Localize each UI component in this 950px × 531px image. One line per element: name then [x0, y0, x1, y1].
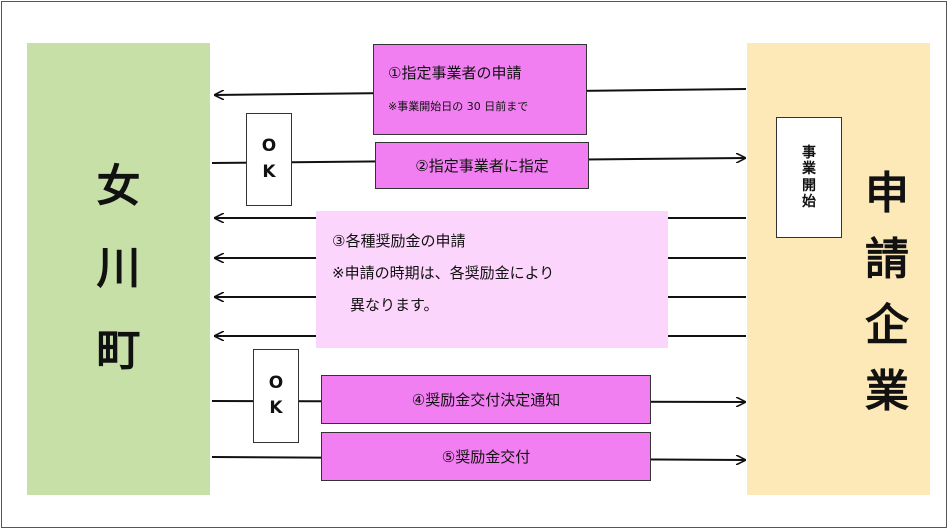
ok-stamp-letter: O [268, 372, 284, 393]
right-entity-char: 業 [865, 366, 909, 417]
step2-box: ②指定事業者に指定 [375, 142, 589, 189]
step3-note-line1: ※申請の時期は、各奨励金により [332, 264, 555, 282]
step1-note: ※事業開始日の 30 日前まで [388, 100, 529, 113]
business-start-char: 始 [802, 193, 816, 210]
step3-note-line2: 異なります。 [350, 296, 439, 314]
left-entity-char: 女 [96, 161, 141, 212]
ok-stamp-letter: K [269, 398, 283, 418]
left-entity-char: 町 [96, 325, 141, 376]
step4-title: ④奨励金交付決定通知 [411, 391, 561, 409]
business-start-char: 事 [802, 145, 816, 162]
right-entity-char: 企 [865, 300, 909, 351]
business-start-label: 事 業 開 始 [776, 117, 842, 238]
right-entity-char: 請 [865, 234, 909, 285]
step2-title: ②指定事業者に指定 [415, 157, 549, 175]
step3-box: ③各種奨励金の申請 ※申請の時期は、各奨励金により 異なります。 [316, 211, 668, 348]
step5-title: ⑤奨励金交付 [441, 448, 531, 466]
step1-title: ①指定事業者の申請 [388, 64, 522, 82]
ok-stamp-letter: O [261, 136, 277, 156]
ok-stamp-step4: O K [253, 349, 299, 443]
left-entity-char: 川 [96, 243, 141, 294]
step3-title: ③各種奨励金の申請 [332, 232, 466, 250]
right-entity-char: 申 [865, 168, 909, 219]
business-start-char: 開 [802, 177, 816, 194]
ok-stamp-letter: K [262, 161, 276, 182]
business-start-char: 業 [802, 161, 816, 178]
step1-box: ①指定事業者の申請 ※事業開始日の 30 日前まで [373, 44, 587, 135]
step5-box: ⑤奨励金交付 [321, 432, 651, 481]
left-entity-onagawa: 女 川 町 [27, 43, 210, 495]
step4-box: ④奨励金交付決定通知 [321, 375, 651, 424]
ok-stamp-step2: O K [246, 113, 292, 206]
